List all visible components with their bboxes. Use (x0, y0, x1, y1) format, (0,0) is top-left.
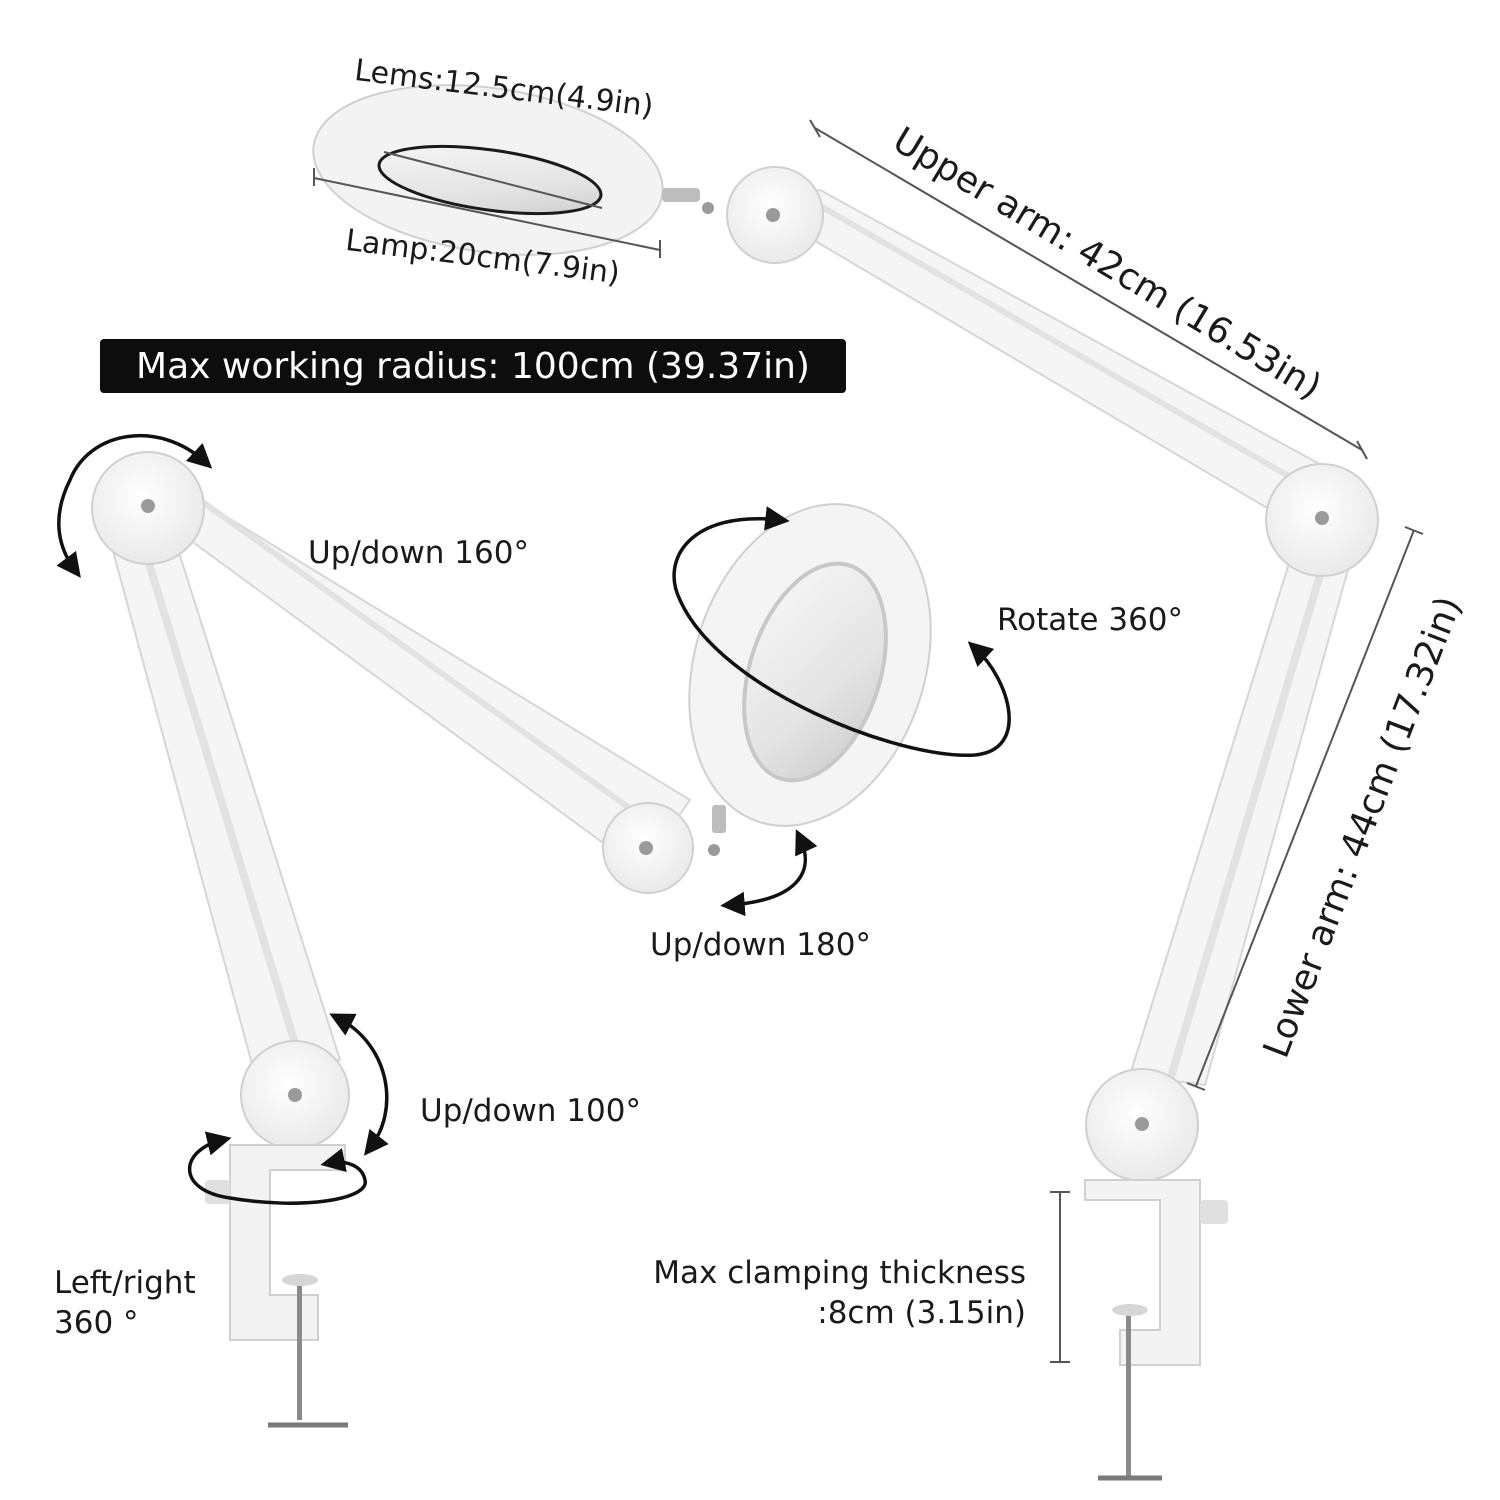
lamp-rotate-arrow (672, 506, 1011, 757)
right-clamp-dimension (1050, 1191, 1070, 1363)
middle-lamp-head (688, 503, 932, 827)
clamp-thickness-line1: Max clamping thickness (653, 1255, 1026, 1291)
lamp-tilt-label: Up/down 180° (650, 927, 871, 963)
left-clamp (205, 1144, 348, 1428)
upper-arm-dimension (809, 119, 1368, 460)
lower-arm-dimension (1186, 526, 1424, 1091)
base-swivel-arrow (187, 1131, 367, 1205)
swivel-label-line2: 360 ° (54, 1305, 139, 1341)
shoulder-rotation-arrow (56, 433, 213, 578)
base-tilt-arrow (329, 1013, 389, 1156)
base-tilt-label: Up/down 100° (420, 1093, 641, 1129)
rotation-arrows (56, 433, 1011, 1205)
right-clamp (1084, 1179, 1228, 1481)
swivel-label-line1: Left/right (54, 1265, 196, 1301)
clamp-thickness-line2: :8cm (3.15in) (817, 1295, 1026, 1331)
right-arm (702, 166, 1379, 1182)
lamp-tilt-arrow (720, 829, 818, 917)
lamp-rotate-label: Rotate 360° (997, 602, 1184, 638)
shoulder-angle-label: Up/down 160° (308, 535, 529, 571)
max-radius-banner: Max working radius: 100cm (39.37in) (100, 339, 846, 393)
top-dimension-lines (313, 151, 661, 258)
top-lamp-joint (662, 188, 700, 202)
